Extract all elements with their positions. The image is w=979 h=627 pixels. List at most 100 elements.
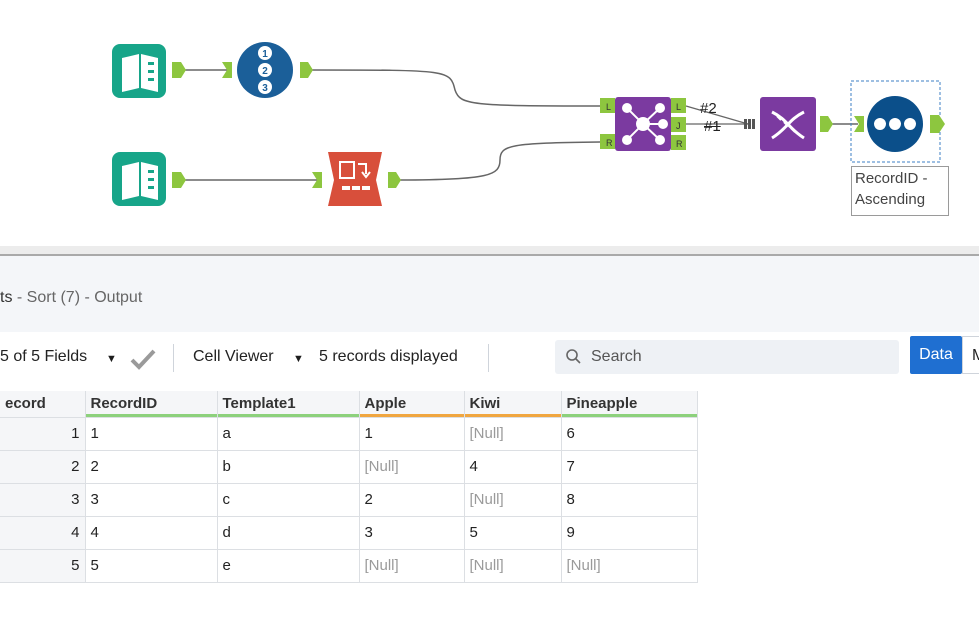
results-title: ts - Sort (7) - Output [0, 289, 142, 307]
column-header-kiwi[interactable]: Kiwi [464, 391, 562, 417]
union-input-anchor[interactable] [744, 119, 755, 129]
connection-textinput-join [399, 141, 601, 181]
records-displayed: 5 records displayed [319, 348, 458, 365]
table-header-row: ecord RecordID Template1 Apple Kiwi Pine… [0, 391, 698, 417]
cell-viewer-selector[interactable]: Cell Viewer [193, 348, 274, 366]
results-header: ts - Sort (7) - Output [0, 256, 979, 332]
type-underline [464, 413, 561, 417]
type-underline [217, 413, 359, 417]
union-tool[interactable] [760, 97, 816, 151]
record-number-cell[interactable]: 3 [0, 482, 86, 517]
search-placeholder: Search [591, 348, 642, 365]
connection-label-1: #1 [704, 118, 721, 135]
join-join-out-label: J [676, 121, 681, 131]
svg-text:3: 3 [262, 83, 268, 94]
table-cell[interactable]: 5 [84, 548, 218, 583]
column-header-apple[interactable]: Apple [359, 391, 465, 417]
record-number-cell[interactable]: 1 [0, 416, 86, 451]
cell-viewer-label: Cell Viewer [193, 348, 274, 365]
results-title-source: - Sort (7) - Output [12, 289, 143, 306]
fields-dropdown-icon[interactable]: ▼ [106, 353, 117, 365]
table-cell[interactable]: 3 [84, 482, 218, 517]
anchor-input1-out [172, 62, 186, 78]
type-underline [359, 413, 464, 417]
record-number-cell[interactable]: 2 [0, 449, 86, 484]
pane-splitter[interactable] [0, 246, 979, 254]
table-cell[interactable]: 8 [560, 482, 698, 517]
svg-text:1: 1 [262, 49, 268, 60]
table-cell[interactable]: [Null] [358, 449, 465, 484]
results-title-prefix: ts [0, 289, 13, 306]
workflow-canvas[interactable]: 1 2 3 [0, 0, 979, 246]
table-cell[interactable]: 2 [84, 449, 218, 484]
annotation-line-1: RecordID - [855, 170, 928, 187]
join-right-out-label: R [676, 139, 683, 149]
workflow-diagram: 1 2 3 [112, 42, 945, 206]
record-id-tool[interactable]: 1 2 3 [237, 42, 293, 98]
table-cell[interactable]: c [216, 482, 360, 517]
results-toolbar: 5 of 5 Fields ▼ Cell Viewer ▼ 5 records … [0, 336, 979, 384]
table-cell[interactable]: 1 [84, 416, 218, 451]
parse-tool[interactable] [328, 152, 382, 206]
connection-label-2: #2 [700, 100, 717, 117]
results-window: ts - Sort (7) - Output 5 of 5 Fields ▼ C… [0, 256, 979, 627]
anchor-parse-in [312, 172, 322, 188]
search-input[interactable]: Search [555, 340, 899, 374]
sort-tool[interactable] [867, 96, 923, 152]
table-cell[interactable]: a [216, 416, 360, 451]
anchor-parse-out [388, 172, 401, 188]
type-underline [561, 413, 697, 417]
anchor-sort-out [930, 115, 945, 133]
metadata-view-button[interactable]: M [962, 336, 979, 374]
join-right-in-label: R [606, 138, 613, 148]
anchor-input2-out [172, 172, 186, 188]
column-header-recordid[interactable]: RecordID [85, 391, 218, 417]
join-tool[interactable]: L R L J R [600, 97, 686, 151]
search-icon [566, 349, 581, 364]
apply-checkmark-icon[interactable] [130, 348, 156, 370]
anchor-sort-in [854, 116, 864, 132]
fields-selector-label: 5 of 5 Fields [0, 348, 88, 365]
table-cell[interactable]: 2 [358, 482, 465, 517]
input-data-tool-2[interactable] [112, 152, 166, 206]
cell-viewer-dropdown-icon[interactable]: ▼ [293, 353, 304, 365]
pane-splitter-line [0, 254, 979, 256]
record-number-cell[interactable]: 5 [0, 548, 86, 583]
table-cell[interactable]: d [216, 515, 360, 550]
anchor-union-out [820, 116, 833, 132]
table-cell[interactable]: 1 [358, 416, 465, 451]
type-underline [85, 413, 217, 417]
results-table: ecord RecordID Template1 Apple Kiwi Pine… [0, 391, 698, 583]
table-cell[interactable]: 4 [84, 515, 218, 550]
column-header-pineapple[interactable]: Pineapple [561, 391, 698, 417]
table-cell[interactable]: 6 [560, 416, 698, 451]
anchor-recordid-out [300, 62, 313, 78]
table-cell[interactable]: 9 [560, 515, 698, 550]
record-number-cell[interactable]: 4 [0, 515, 86, 550]
input-data-tool-1[interactable] [112, 44, 166, 98]
table-cell[interactable]: [Null] [358, 548, 465, 583]
column-header-template1[interactable]: Template1 [217, 391, 360, 417]
table-cell[interactable]: [Null] [463, 548, 562, 583]
svg-text:2: 2 [262, 66, 268, 77]
table-cell[interactable]: [Null] [463, 416, 562, 451]
join-left-in-label: L [606, 102, 611, 112]
table-cell[interactable]: b [216, 449, 360, 484]
table-cell[interactable]: 4 [463, 449, 562, 484]
data-view-button[interactable]: Data [910, 336, 962, 374]
table-cell[interactable]: 3 [358, 515, 465, 550]
fields-selector[interactable]: 5 of 5 Fields [0, 348, 87, 366]
table-cell[interactable]: [Null] [463, 482, 562, 517]
table-cell[interactable]: [Null] [560, 548, 698, 583]
table-cell[interactable]: 7 [560, 449, 698, 484]
table-cell[interactable]: 5 [463, 515, 562, 550]
column-header-record[interactable]: ecord [0, 391, 86, 417]
toolbar-separator [173, 344, 174, 372]
annotation-line-2: Ascending [855, 191, 926, 208]
table-cell[interactable]: e [216, 548, 360, 583]
